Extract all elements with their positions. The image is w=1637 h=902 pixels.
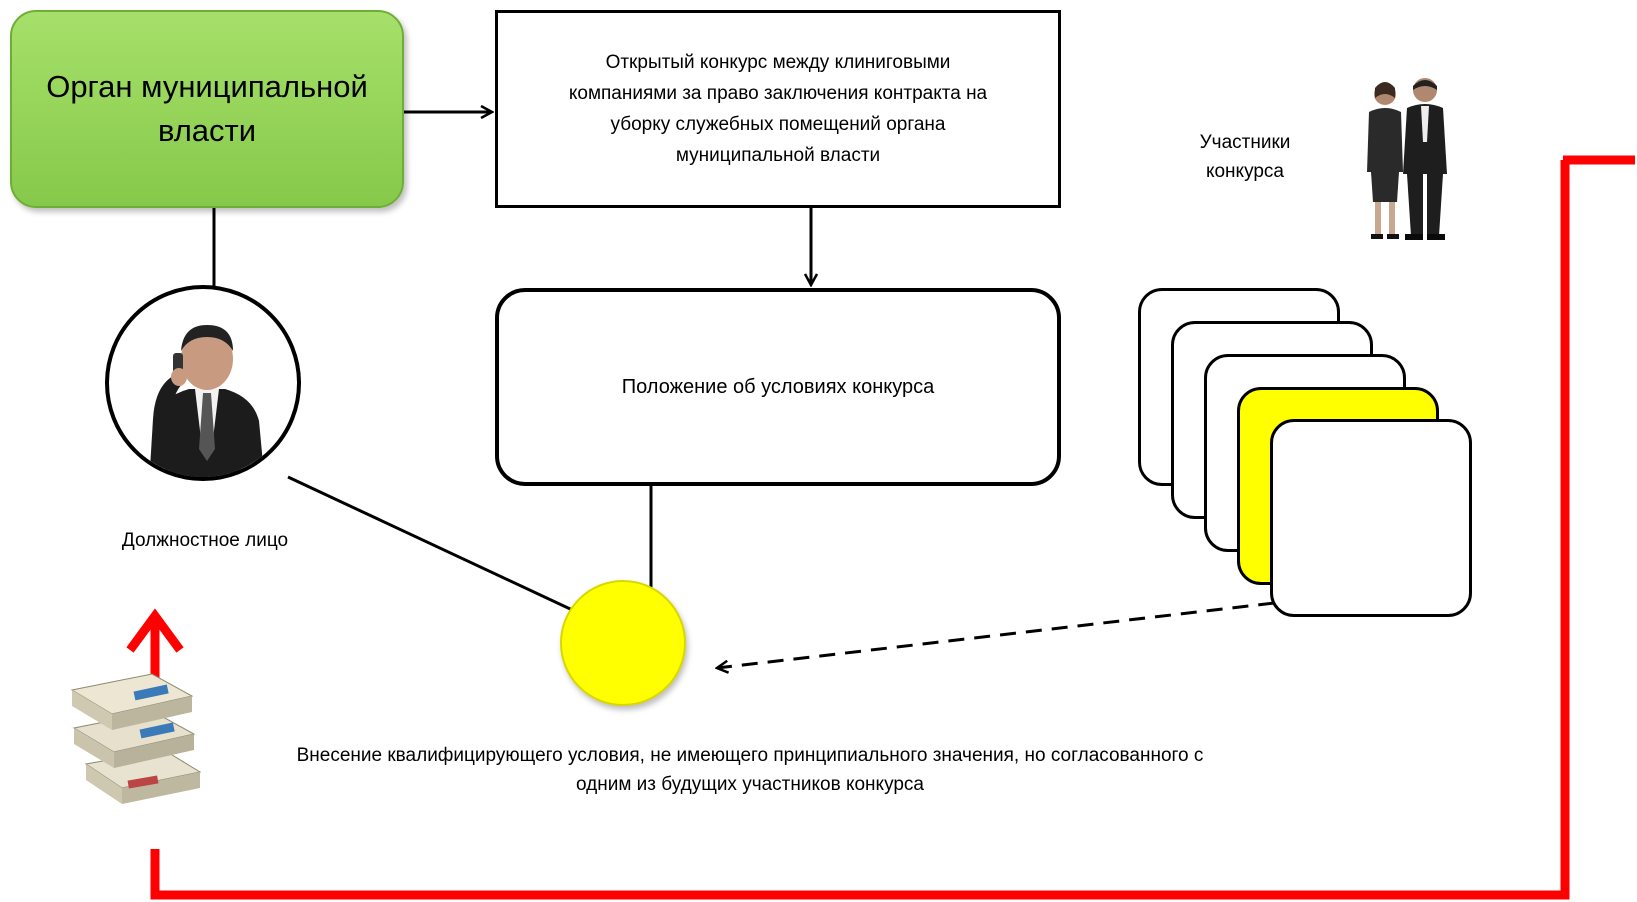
participant-card — [1270, 419, 1472, 617]
official-label: Должностное лицо — [121, 530, 289, 551]
conditions-box: Положение об условиях конкурса — [495, 288, 1061, 486]
cash-stacks-icon — [68, 668, 214, 808]
qualifying-condition-note: Внесение квалифицирующего условия, не им… — [296, 745, 1204, 795]
authority-box: Орган муниципальной власти — [10, 10, 404, 208]
businessman-on-phone-icon — [149, 325, 265, 477]
business-people-icon — [1355, 72, 1455, 244]
red-up-arrow-head — [126, 608, 184, 653]
conditions-label: Положение об условиях конкурса — [621, 375, 935, 398]
authority-label: Орган муниципальной власти — [46, 69, 368, 148]
participants-label: Участники конкурса — [1199, 132, 1291, 182]
official-circle — [105, 285, 301, 481]
contest-box: Открытый конкурс между клиниговыми компа… — [495, 10, 1061, 208]
contest-label: Открытый конкурс между клиниговыми компа… — [568, 52, 988, 166]
arrow-official-to-condition — [287, 475, 598, 622]
qualifying-condition-circle — [560, 580, 686, 706]
dashed-arrow-participant-to-condition — [717, 598, 1301, 668]
kickback-path — [150, 160, 1570, 900]
